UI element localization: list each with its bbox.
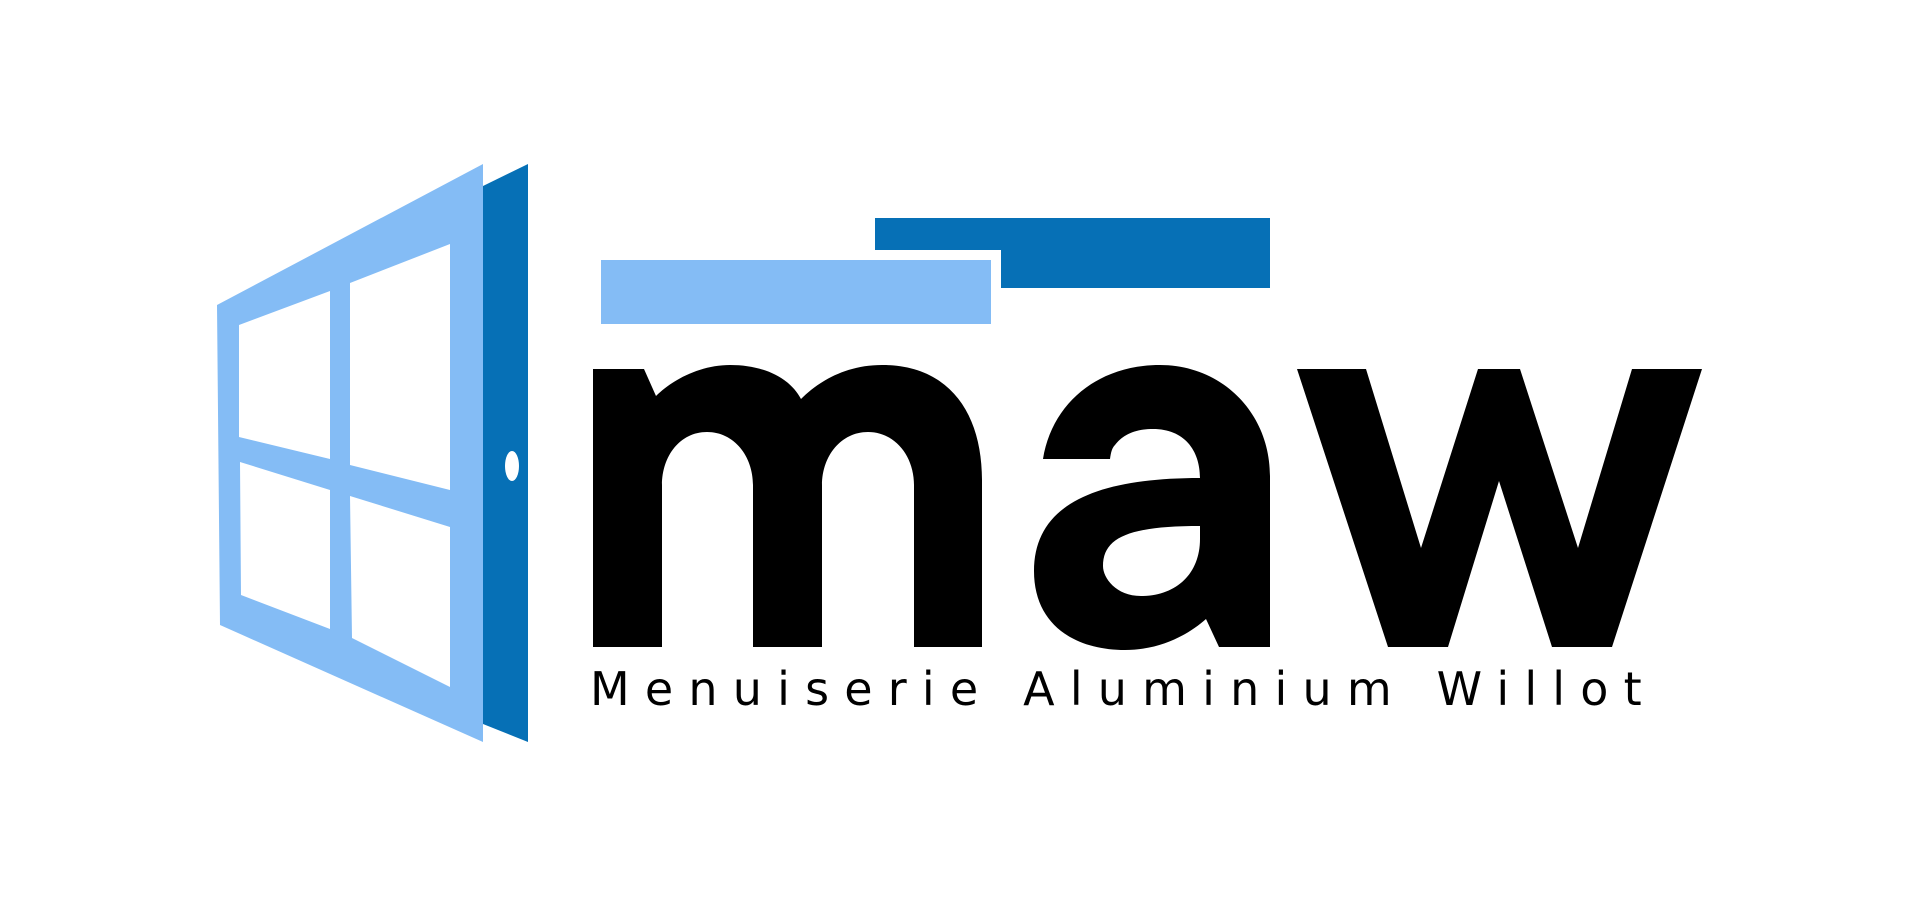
light-blue-bar [601, 260, 991, 324]
wordmark-artwork [593, 365, 1702, 650]
window-icon [217, 164, 528, 742]
letter-m [593, 365, 982, 647]
door-edge [483, 164, 528, 742]
window-frame [217, 164, 483, 742]
letter-w [1297, 369, 1702, 647]
letter-a [1034, 365, 1270, 650]
door-handle-icon [505, 451, 519, 481]
dark-blue-bar [875, 218, 1270, 288]
tagline: Menuiserie Aluminium Willot [590, 662, 1657, 716]
